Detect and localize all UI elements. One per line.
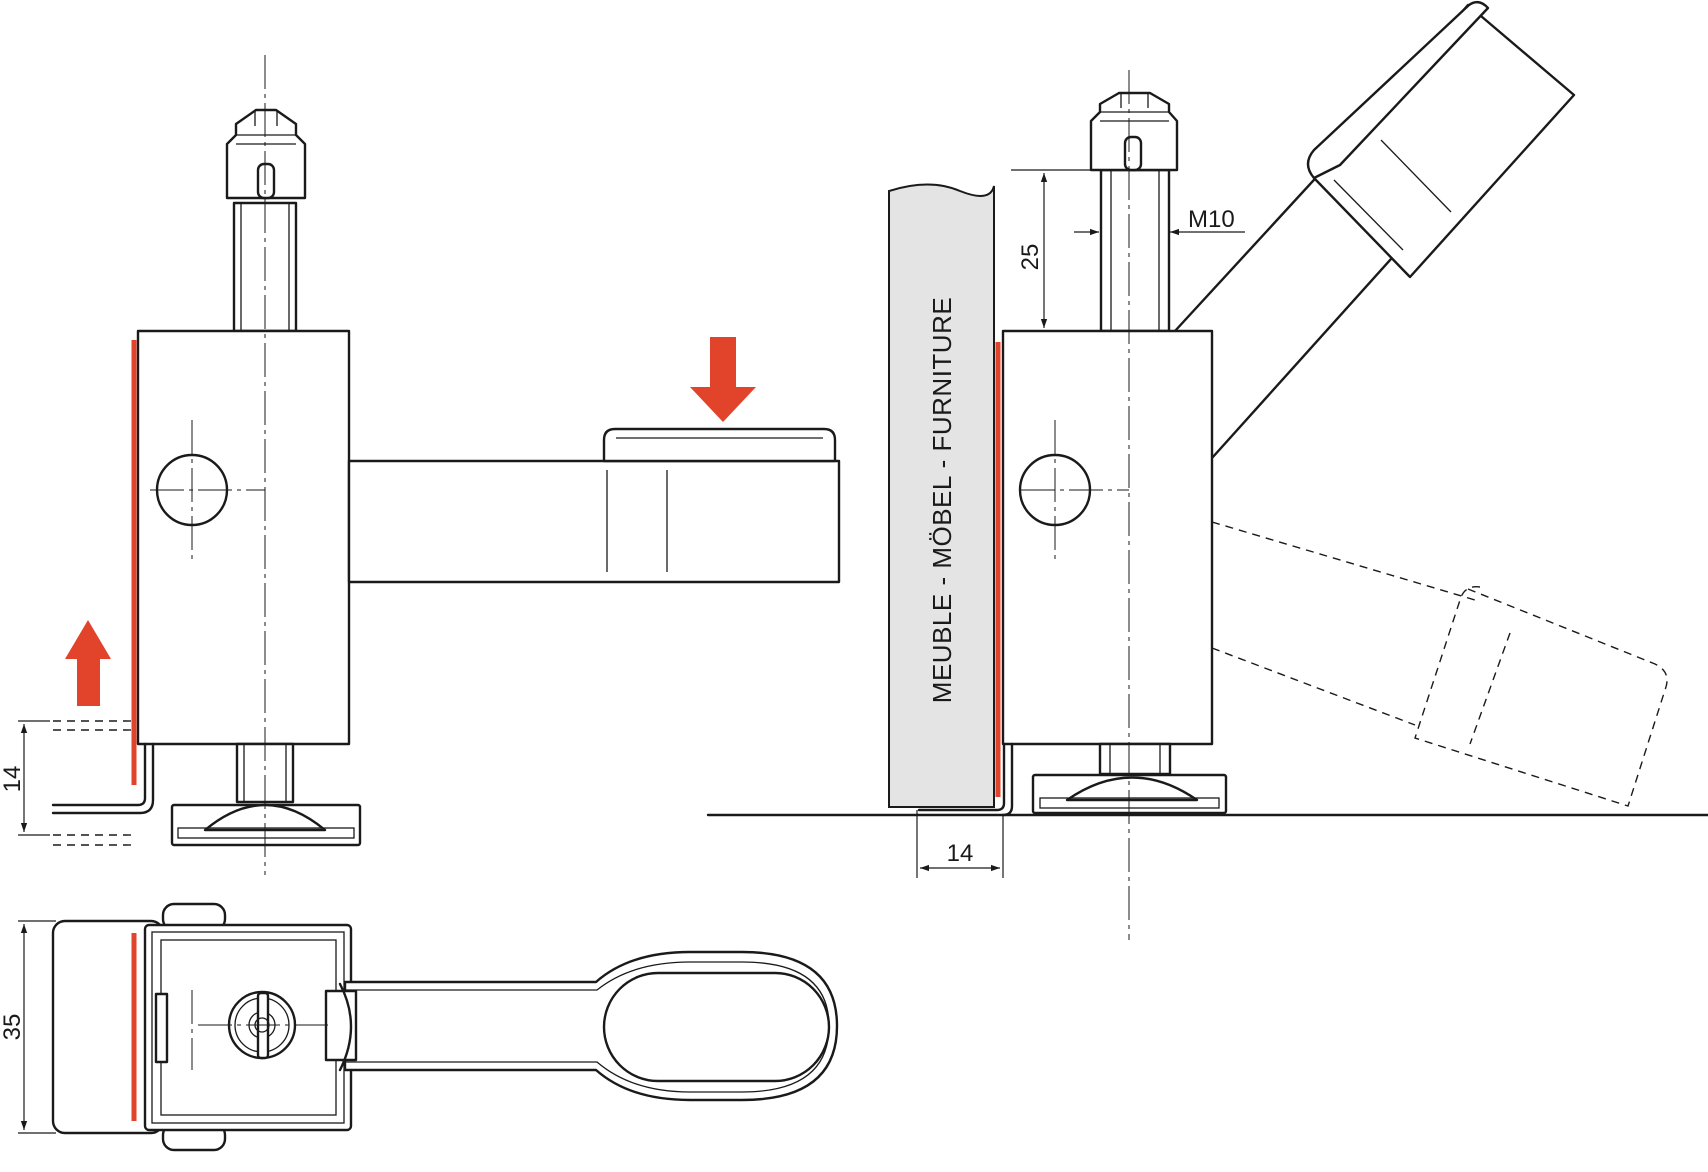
side-view-clamped: MEUBLE - MÖBEL - FURNITURE <box>706 0 1708 940</box>
dimension-thread-size-label: M10 <box>1188 206 1235 233</box>
arrow-up-icon <box>65 620 111 706</box>
dimension-width: 35 <box>0 920 56 1134</box>
dimension-thread-length: 25 <box>1011 169 1100 332</box>
clamp-body <box>136 329 351 746</box>
lever-raised <box>1173 0 1576 460</box>
dimension-floor-gap: 14 <box>916 810 1004 878</box>
dimension-floor-gap-label: 14 <box>947 840 974 867</box>
dimension-width-label: 35 <box>0 1014 26 1041</box>
top-view: 35 <box>0 902 839 1152</box>
arrow-down-icon <box>690 337 756 422</box>
side-view-released: 14 <box>0 55 841 875</box>
slotted-nut <box>225 108 307 200</box>
lever-handle <box>347 427 841 584</box>
dimension-thread-size: M10 <box>1074 206 1245 236</box>
lever-lowered-ghost <box>1211 521 1668 807</box>
leveling-foot <box>170 742 362 847</box>
mounting-bracket <box>51 742 147 807</box>
panel-label: MEUBLE - MÖBEL - FURNITURE <box>927 297 957 703</box>
furniture-panel: MEUBLE - MÖBEL - FURNITURE <box>888 183 995 808</box>
dimension-thread-length-label: 25 <box>1017 244 1044 271</box>
dimension-left-gap: 14 <box>0 720 50 836</box>
dimension-left-gap-label: 14 <box>0 766 26 793</box>
bracket-travel-range <box>53 720 133 846</box>
